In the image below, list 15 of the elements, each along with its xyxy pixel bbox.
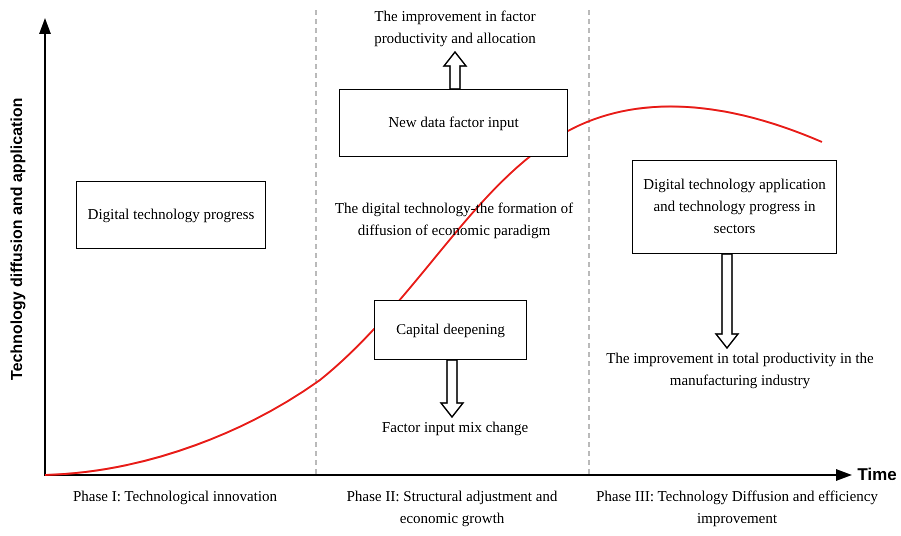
phase-label: Phase II: Structural adjustment and economic growth <box>346 488 558 529</box>
axis-title: Technology diffusion and application <box>8 96 27 380</box>
phase-label: Phase III: Technology Diffusion and efficiency improvement <box>595 488 879 529</box>
process-box: Digital technology progress <box>76 181 266 249</box>
block-arrow <box>439 359 465 418</box>
process-box: Capital deepening <box>374 300 527 360</box>
caption-text: Factor input mix change <box>340 417 570 441</box>
caption-text: The improvement in factor productivity and allocation <box>345 6 565 52</box>
process-box: New data factor input <box>339 89 568 157</box>
process-box: Digital technology application and technology progress in sectors <box>632 160 837 254</box>
block-arrow <box>442 50 468 90</box>
caption-text: The improvement in total productivity in the manufacturing industry <box>590 348 890 394</box>
axis-title: Time <box>856 464 898 486</box>
phase-label: Phase I: Technological innovation <box>72 488 278 507</box>
block-arrow <box>714 253 740 350</box>
